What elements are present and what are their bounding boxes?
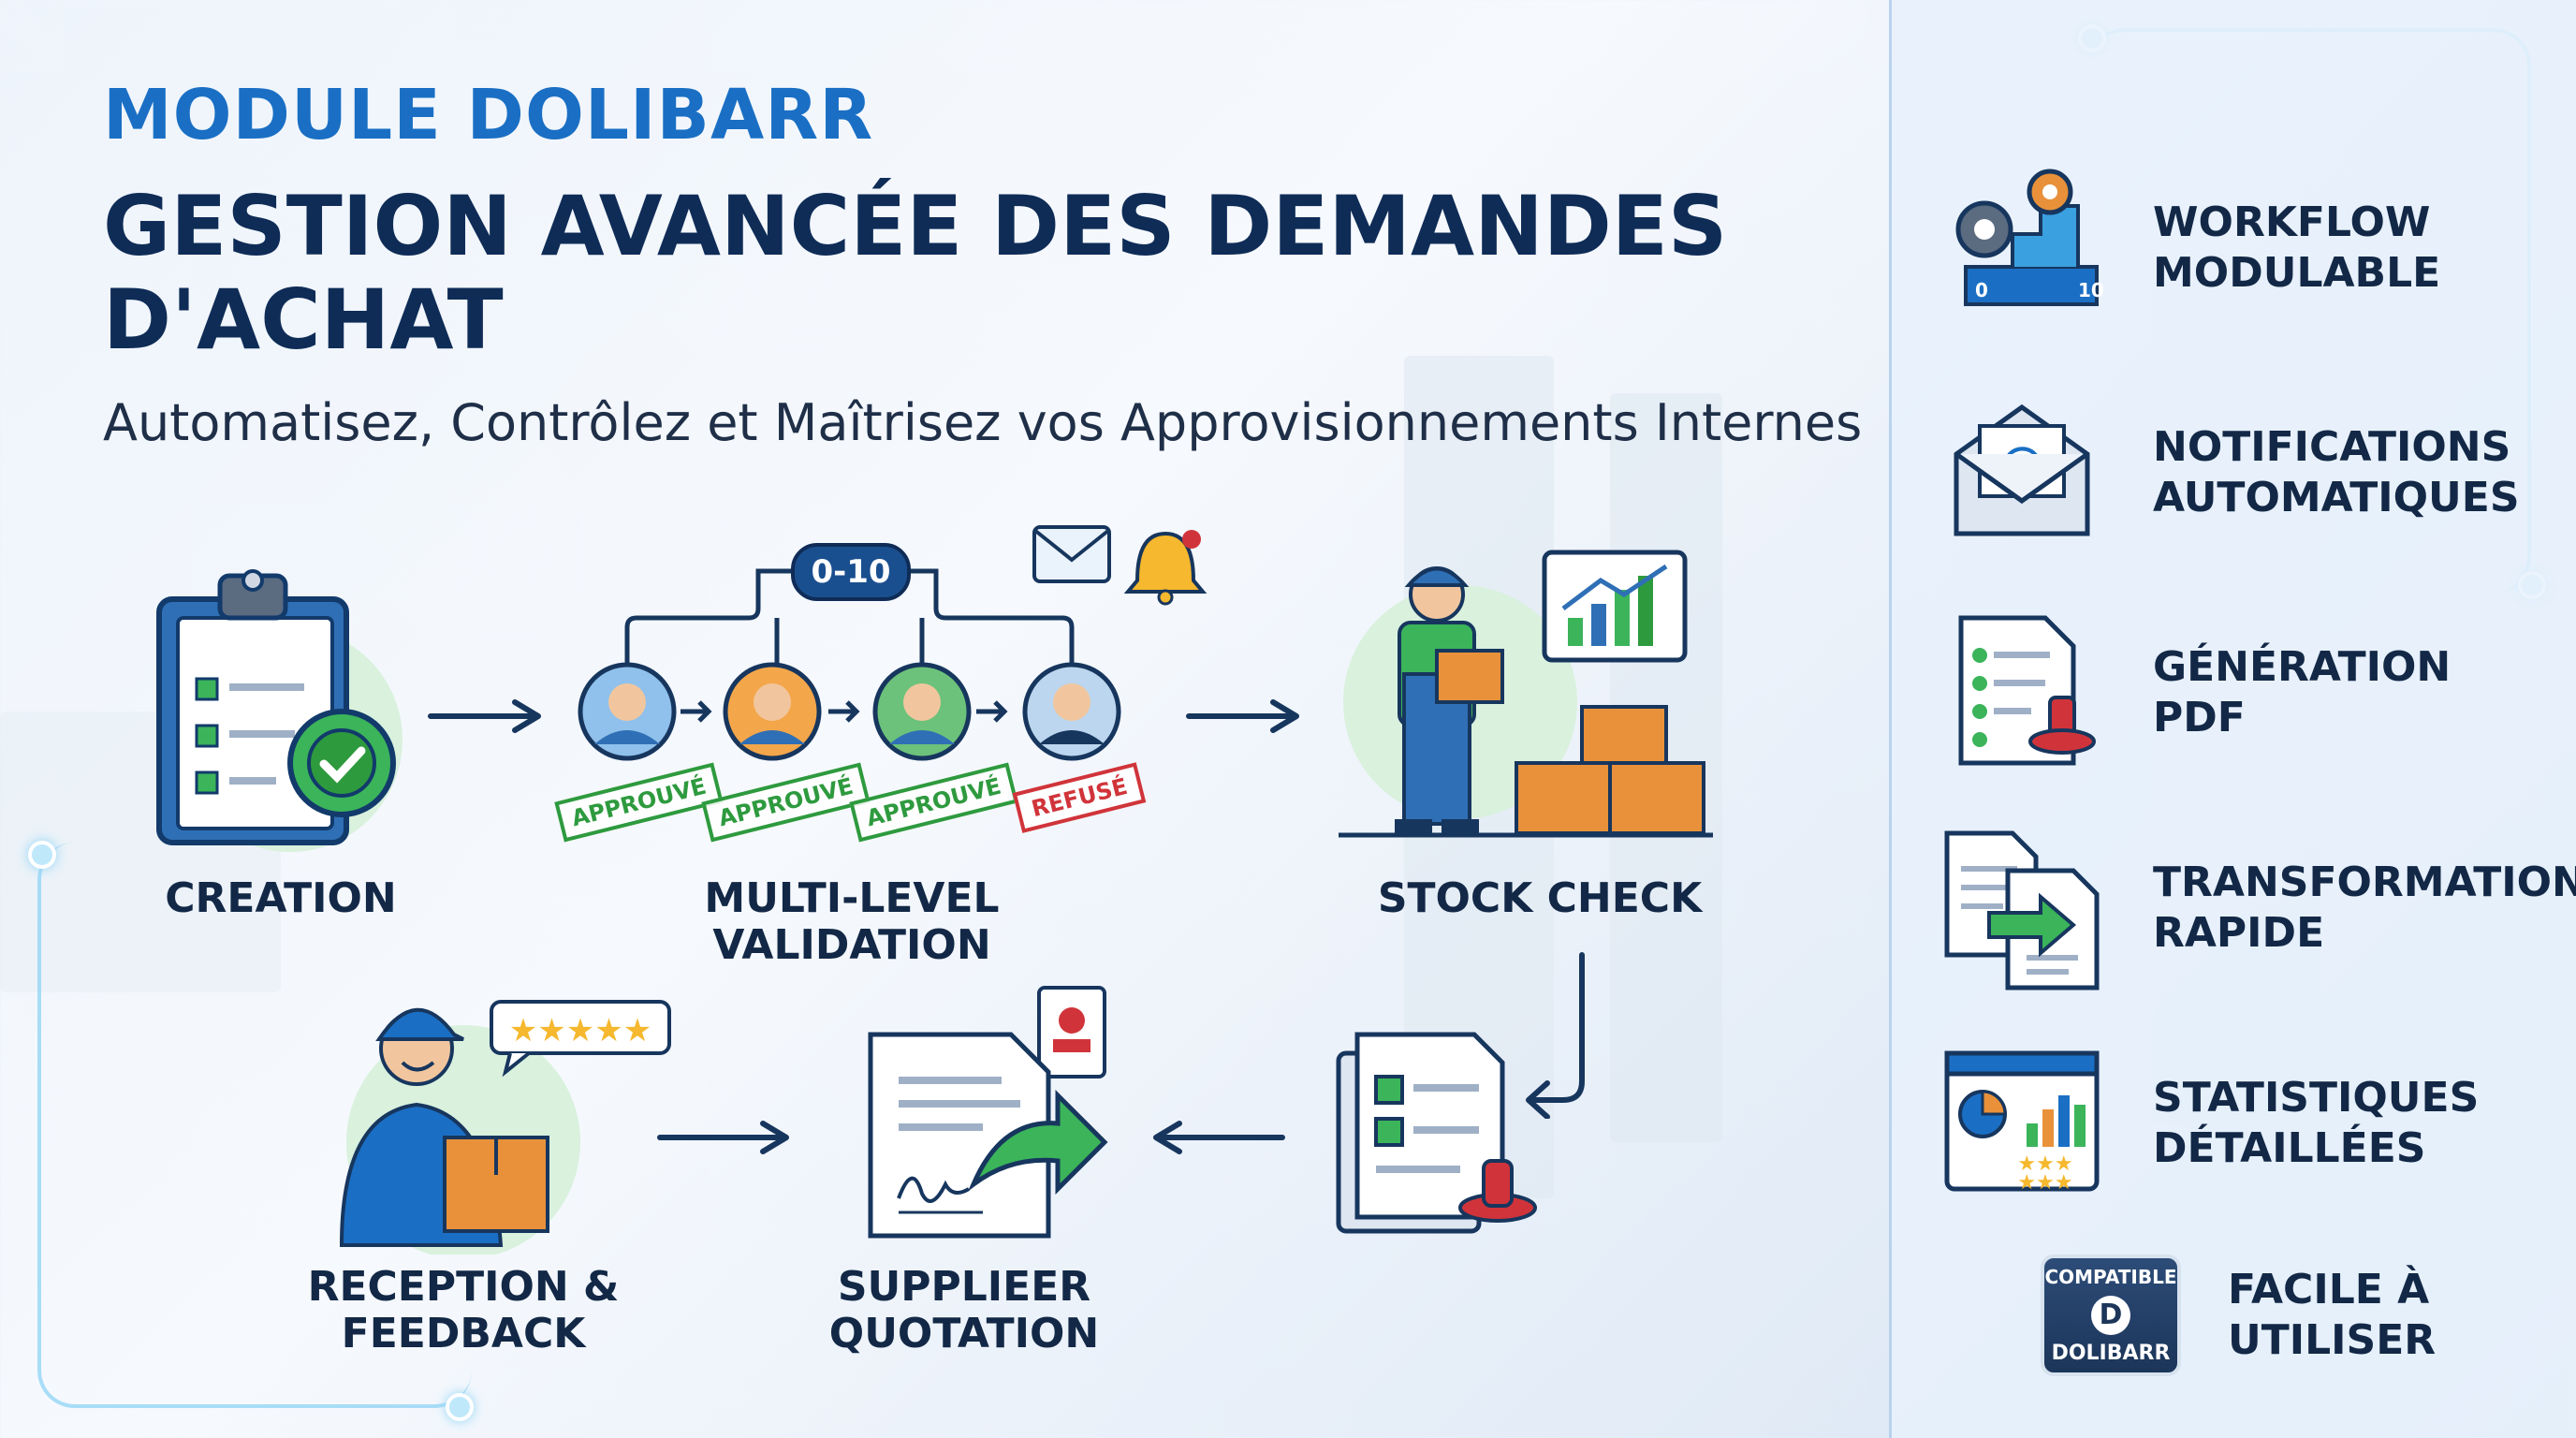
feature-workflow-label: WORKFLOW MODULABLE (2153, 198, 2441, 297)
header: MODULE DOLIBARR GESTION AVANCÉE DES DEMA… (103, 75, 1881, 452)
dolibarr-logo-icon: D (2091, 1295, 2130, 1335)
scale-start-text: 0 (1975, 279, 1988, 301)
step-creation-label: CREATION (165, 874, 397, 922)
validation-chain (578, 525, 1208, 761)
feature-transformation-label: TRANSFORMATION RAPIDE (2153, 858, 2576, 957)
svg-text:★★★: ★★★ (2017, 1152, 2072, 1176)
clipboard-gear-icon (156, 569, 402, 852)
feature-notifications-label: NOTIFICATIONS AUTOMATIQUES (2153, 423, 2520, 521)
delivery-worker-icon: ★★★★★ (339, 1000, 671, 1255)
documents-stamp-icon (1336, 1032, 1537, 1234)
email-envelope-icon: @ (1954, 404, 2090, 536)
arrow-right-icon (657, 1121, 789, 1154)
warehouse-worker-icon (1339, 550, 1713, 838)
feature-statistics-label: STATISTIQUES DÉTAILLÉES (2153, 1074, 2480, 1172)
document-transform-icon (1944, 830, 2100, 990)
arrow-right-icon (428, 699, 541, 733)
svg-text:★★★: ★★★ (2017, 1171, 2072, 1195)
statistics-dashboard-icon: ★★★ ★★★ (1944, 1050, 2100, 1195)
workflow-gears-icon: 0 10 (1955, 169, 2104, 306)
feature-pdf: GÉNÉRATION PDF (1938, 609, 2451, 777)
quotation-document-icon (868, 986, 1108, 1239)
arrow-right-icon (1186, 699, 1299, 733)
pdf-document-stamp-icon (1958, 615, 2096, 766)
arrow-down-left-icon (1526, 952, 1585, 1119)
scale-end-text: 10 (2078, 279, 2104, 301)
svg-text:★★★★★: ★★★★★ (509, 1012, 651, 1049)
step-validation-label: MULTI-LEVEL VALIDATION (704, 874, 1000, 969)
arrow-left-icon (1153, 1121, 1285, 1154)
page-title: GESTION AVANCÉE DES DEMANDES D'ACHAT (103, 178, 1728, 368)
feature-transformation: TRANSFORMATION RAPIDE (1938, 824, 2576, 992)
brand-title: MODULE DOLIBARR (103, 75, 874, 155)
step-quotation-label: SUPPLIEER QUOTATION (828, 1263, 1100, 1357)
feature-notifications: @ NOTIFICATIONS AUTOMATIQUES (1938, 389, 2520, 557)
step-stock-label: STOCK CHECK (1377, 874, 1703, 922)
dolibarr-badge-icon: COMPATIBLE D DOLIBARR (2041, 1255, 2181, 1376)
feature-pdf-label: GÉNÉRATION PDF (2153, 643, 2452, 741)
badge-bottom-text: DOLIBARR (2051, 1342, 2171, 1365)
feature-statistics: ★★★ ★★★ STATISTIQUES DÉTAILLÉES (1938, 1039, 2479, 1208)
feature-easy-label: FACILE À UTILISER (2228, 1266, 2437, 1364)
level-range-pill: 0-10 (791, 543, 911, 601)
page-subtitle: Automatisez, Contrôlez et Maîtrisez vos … (103, 393, 1863, 452)
feature-easy: COMPATIBLE D DOLIBARR FACILE À UTILISER (2041, 1255, 2436, 1376)
step-reception-label: RECEPTION & FEEDBACK (307, 1263, 620, 1357)
level-range-text: 0-10 (811, 553, 891, 591)
badge-top-text: COMPATIBLE (2044, 1266, 2177, 1288)
feature-workflow: 0 10 WORKFLOW MODULABLE (1938, 164, 2440, 332)
